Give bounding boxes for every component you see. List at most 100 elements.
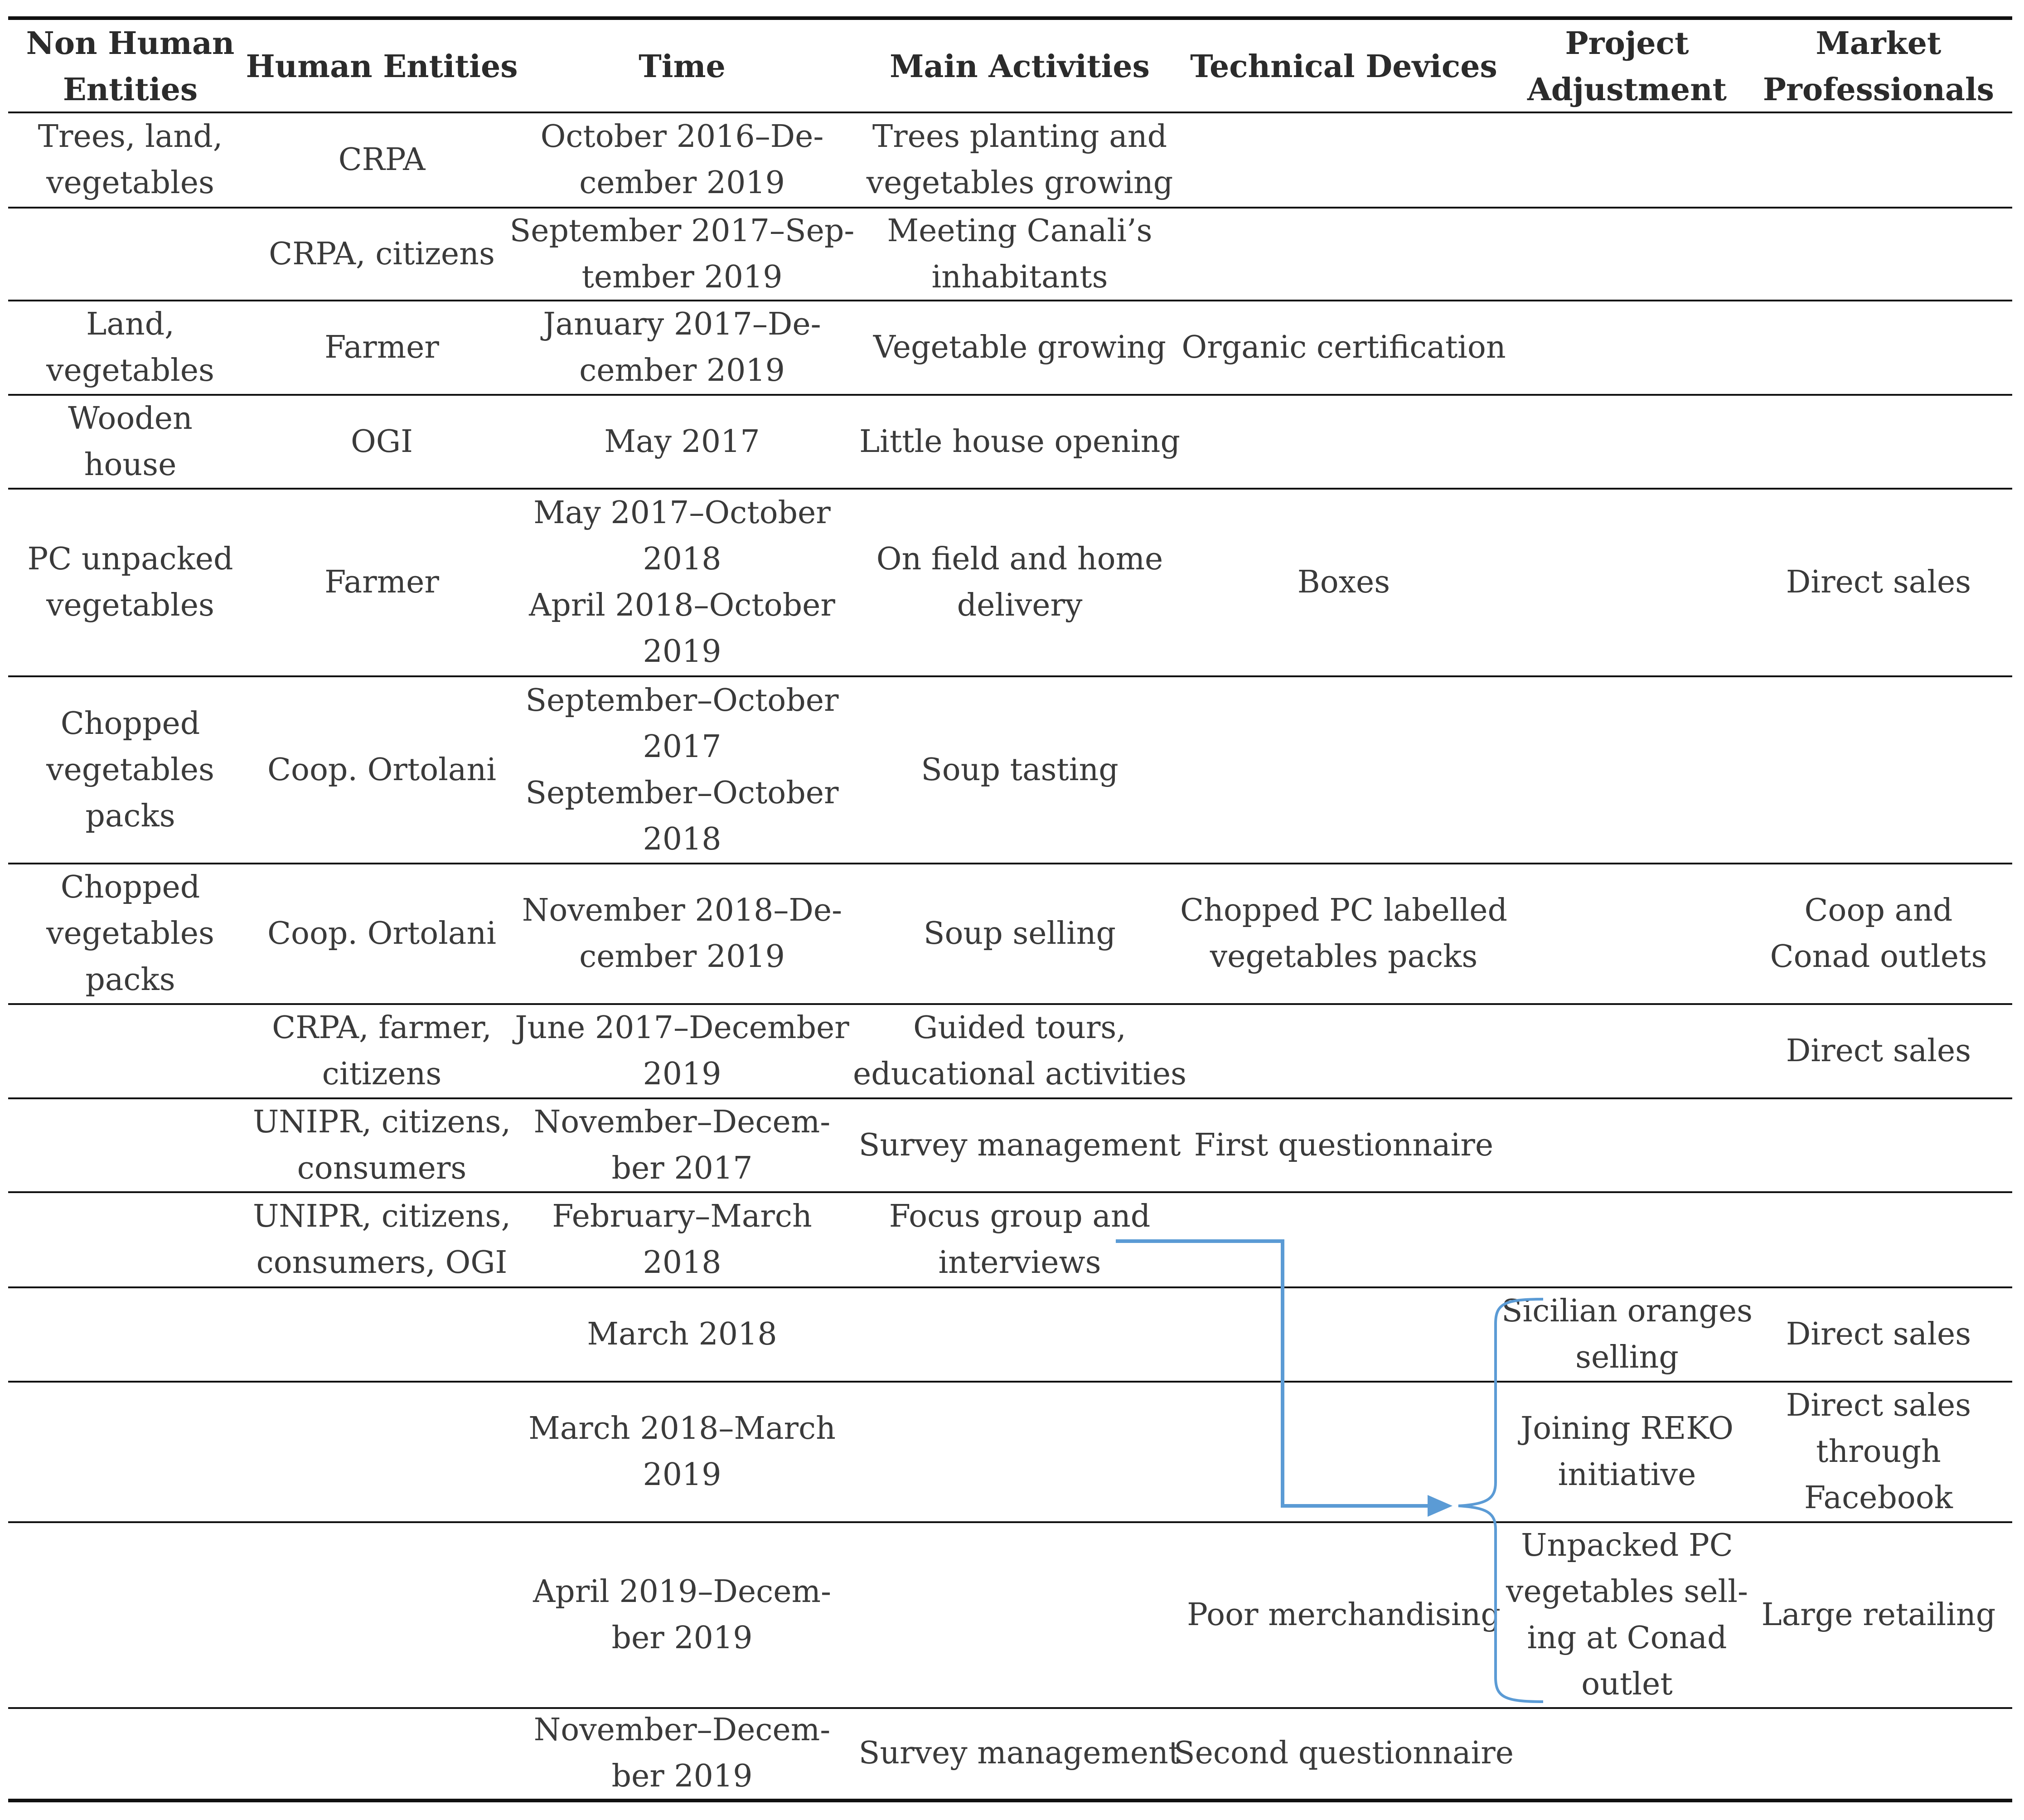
header-technical-devices: Technical Devices [1178, 21, 1509, 112]
cell-line: consumers, OGI [256, 1245, 508, 1281]
cell-line: First questionnaire [1194, 1127, 1494, 1163]
cell-main-activities: On field and home delivery [861, 489, 1178, 676]
cell-line: 2019 [643, 1056, 721, 1092]
cell-line: February–March [552, 1199, 812, 1234]
cell-line: May 2017 [604, 423, 760, 460]
cell-line: 2018 [643, 541, 721, 577]
cell-line: Direct sales [1786, 1033, 1971, 1069]
cell-line: Farmer [324, 330, 439, 365]
cell-line: delivery [957, 587, 1083, 623]
cell-line: Project [1565, 25, 1689, 62]
cell-line: Chopped [60, 869, 200, 905]
cell-line: Entities [63, 72, 198, 108]
cell-time: November 2018–De-cember 2019 [503, 864, 861, 1004]
cell-line: Adjustment [1527, 72, 1727, 108]
cell-line: vegetables [46, 916, 214, 951]
cell-line: Wooden [68, 400, 193, 437]
cell-technical-devices: Boxes [1178, 489, 1509, 676]
cell-line: 2019 [643, 634, 721, 670]
cell-line: January 2017–De- [543, 306, 821, 342]
cell-line: Large retailing [1761, 1597, 1996, 1633]
row-divider [8, 207, 2012, 209]
cell-line: Vegetable growing [873, 330, 1167, 365]
cell-line: Direct sales [1786, 1316, 1971, 1352]
cell-time: October 2016–De-cember 2019 [503, 112, 861, 208]
cell-line: outlet [1581, 1666, 1673, 1702]
cell-human-entities: CRPA, farmer,citizens [261, 1004, 503, 1098]
cell-line: November–Decem- [533, 1712, 831, 1748]
cell-line: Chopped PC labelled [1180, 893, 1507, 928]
cell-technical-devices: Second questionnaire [1174, 1708, 1514, 1799]
header-human-entities: Human Entities [246, 21, 518, 112]
cell-line: vegetables sell- [1506, 1574, 1748, 1610]
cell-main-activities: Survey management [858, 1708, 1181, 1799]
cell-line: packs [85, 962, 175, 998]
cell-line: Soup tasting [921, 752, 1119, 788]
cell-market-professionals: Direct sales [1745, 1004, 2012, 1098]
cell-line: Conad outlets [1770, 939, 1987, 975]
cell-time: March 2018 [503, 1287, 861, 1382]
cell-line: Chopped [60, 705, 200, 742]
cell-main-activities: Vegetable growing [861, 301, 1178, 395]
curly-brace-icon [1458, 1298, 1544, 1703]
row-divider [8, 394, 2012, 396]
cell-line: Sicilian oranges [1501, 1293, 1753, 1329]
cell-line: vegetables [46, 165, 214, 201]
cell-line: On field and home [876, 541, 1163, 577]
cell-line: Second questionnaire [1174, 1735, 1514, 1771]
cell-line: 2018 [643, 821, 721, 857]
cell-line: ber 2017 [611, 1150, 753, 1186]
cell-line: citizens [322, 1056, 442, 1092]
cell-line: Trees, land, [38, 119, 223, 155]
cell-main-activities: Soup tasting [861, 676, 1178, 864]
cell-line: Technical Devices [1190, 49, 1497, 85]
flow-arrowhead-icon [1428, 1495, 1453, 1517]
cell-line: Main Activities [890, 49, 1150, 85]
table-bottom-rule [8, 1799, 2012, 1802]
cell-line: Focus group and [889, 1199, 1151, 1234]
row-divider [8, 1286, 2012, 1288]
row-divider [8, 1003, 2012, 1005]
cell-line: CRPA, citizens [269, 236, 495, 272]
cell-line: vegetables packs [1210, 939, 1478, 975]
cell-non-human-entities: Trees, land, vegetables [0, 112, 261, 208]
cell-line: September 2017–Sep- [509, 213, 855, 249]
cell-human-entities: CRPA [261, 112, 503, 208]
cell-line: PC unpacked [27, 541, 233, 577]
cell-technical-devices: Poor merchandising [1178, 1522, 1509, 1708]
cell-line: through [1816, 1434, 1941, 1470]
cell-time: September 2017–Sep-tember 2019 [503, 208, 861, 301]
cell-time: May 2017 [503, 395, 861, 489]
cell-line: CRPA [338, 142, 426, 178]
cell-line: March 2018–March [528, 1411, 836, 1446]
row-divider [8, 1707, 2012, 1709]
cell-line: house [84, 447, 177, 483]
cell-line: Survey management [858, 1735, 1181, 1771]
cell-non-human-entities: Wooden house [0, 395, 261, 489]
cell-line: Professionals [1763, 72, 1995, 108]
cell-line: April 2019–Decem- [533, 1574, 831, 1610]
cell-time: November–Decem-ber 2017 [503, 1098, 861, 1192]
cell-time: April 2019–Decem-ber 2019 [503, 1522, 861, 1708]
cell-line: consumers [297, 1150, 467, 1186]
cell-time: January 2017–De-cember 2019 [503, 301, 861, 395]
cell-technical-devices: First questionnaire [1178, 1098, 1509, 1192]
cell-main-activities: Little house opening [859, 395, 1180, 489]
cell-line: Soup selling [923, 916, 1116, 951]
row-divider [8, 1191, 2012, 1193]
table-top-rule [8, 16, 2012, 20]
cell-human-entities: Coop. Ortolani [261, 676, 503, 864]
cell-line: Non Human [26, 25, 235, 62]
row-divider [8, 300, 2012, 301]
